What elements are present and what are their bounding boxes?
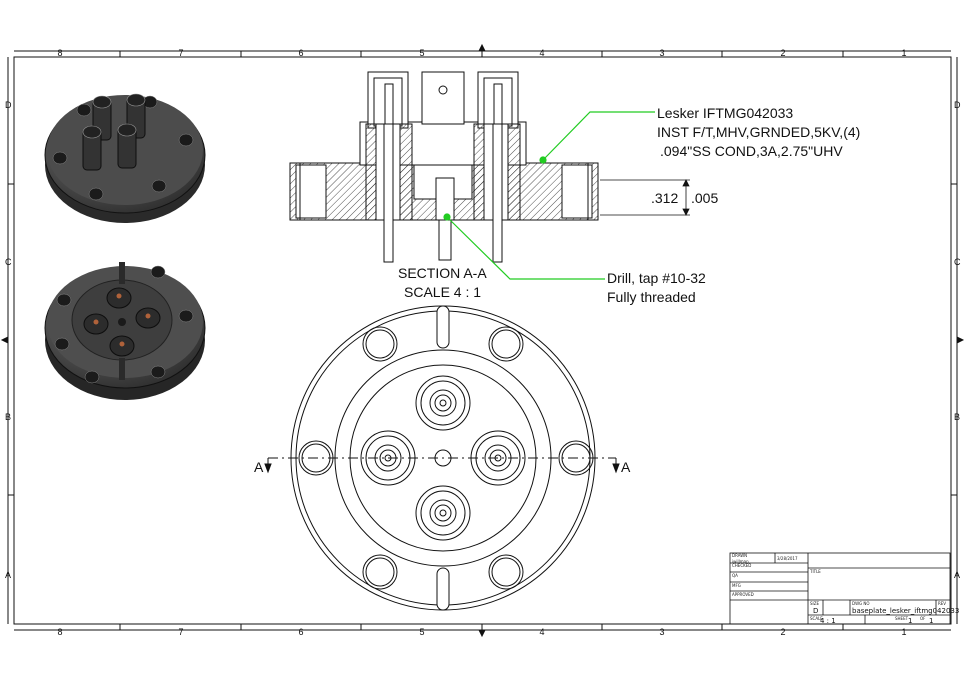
- callout-drill-1: Drill, tap #10-32: [607, 270, 706, 286]
- section-view: [289, 71, 599, 263]
- column-label: 5: [419, 48, 424, 58]
- callout-drill-2: Fully threaded: [607, 289, 696, 305]
- column-ticks: [8, 51, 957, 630]
- column-label: 1: [901, 48, 906, 58]
- tb-size-value: D: [813, 607, 818, 615]
- column-label: 4: [539, 627, 544, 637]
- column-label: 6: [298, 627, 303, 637]
- column-label: 2: [780, 48, 785, 58]
- cut-label-right: A: [621, 459, 631, 475]
- column-label: 3: [659, 48, 664, 58]
- callout-lesker-3: .094"SS COND,3A,2.75"UHV: [660, 143, 843, 159]
- leader-lines: [443, 111, 655, 280]
- render-iso-top: [44, 93, 206, 223]
- row-label: A: [954, 570, 960, 580]
- tb-drawn-label: DRAWN: [732, 553, 747, 558]
- column-label: 6: [298, 48, 303, 58]
- dimension-312: [600, 179, 690, 216]
- tb-qa-label: QA: [732, 573, 738, 578]
- section-scale: SCALE 4 : 1: [404, 284, 481, 300]
- row-label: A: [5, 570, 11, 580]
- tb-approved-label: APPROVED: [732, 592, 754, 597]
- column-label: 8: [57, 48, 62, 58]
- tb-size-label: SIZE: [810, 601, 819, 606]
- tb-rev-label: REV: [938, 601, 946, 606]
- column-labels-bottom: 8 7 6 5 4 3 2 1: [57, 627, 906, 637]
- callout-lesker-1: Lesker IFTMG042033: [657, 105, 793, 121]
- tb-mfg-label: MFG: [732, 583, 741, 588]
- tb-of-label: OF: [920, 616, 926, 621]
- column-label: 7: [178, 48, 183, 58]
- tb-scale-value: 4 : 1: [820, 617, 836, 625]
- section-title: SECTION A-A: [398, 265, 487, 281]
- row-labels: D D C C B B A A: [5, 100, 961, 580]
- row-label: D: [954, 100, 961, 110]
- tb-checked-label: CHECKED: [732, 563, 751, 568]
- row-label: C: [954, 257, 961, 267]
- dim-tolerance: .005: [691, 190, 718, 206]
- column-label: 3: [659, 627, 664, 637]
- center-marks: [0, 43, 964, 638]
- tb-sheet-value: 1: [908, 617, 912, 625]
- column-label: 7: [178, 627, 183, 637]
- row-label: D: [5, 100, 12, 110]
- tb-of-value: 1: [929, 617, 933, 625]
- section-cut-line: [264, 457, 620, 474]
- tb-title-label: TITLE: [809, 569, 821, 574]
- render-iso-bottom: [44, 262, 206, 400]
- row-label: B: [954, 412, 960, 422]
- tb-dwg-label: DWG NO: [852, 601, 870, 606]
- row-label: B: [5, 412, 11, 422]
- row-label: C: [5, 257, 12, 267]
- dim-value: .312: [651, 190, 678, 206]
- column-label: 1: [901, 627, 906, 637]
- column-label: 4: [539, 48, 544, 58]
- callout-lesker-2: INST F/T,MHV,GRNDED,5KV,(4): [657, 124, 860, 140]
- tb-dwg-value: baseplate_lesker_iftmg042033: [852, 607, 959, 615]
- tb-sheet-label: SHEET: [895, 616, 909, 621]
- tb-scale-label: SCALE: [810, 616, 823, 621]
- cut-label-left: A: [254, 459, 264, 475]
- column-label: 8: [57, 627, 62, 637]
- tb-drawn-by: iwillman: [732, 559, 749, 564]
- tb-drawn-date: 3/28/2017: [777, 556, 798, 561]
- column-label: 5: [419, 627, 424, 637]
- column-labels-top: 8 7 6 5 4 3 2 1: [57, 48, 906, 58]
- title-block: [729, 552, 951, 625]
- column-label: 2: [780, 627, 785, 637]
